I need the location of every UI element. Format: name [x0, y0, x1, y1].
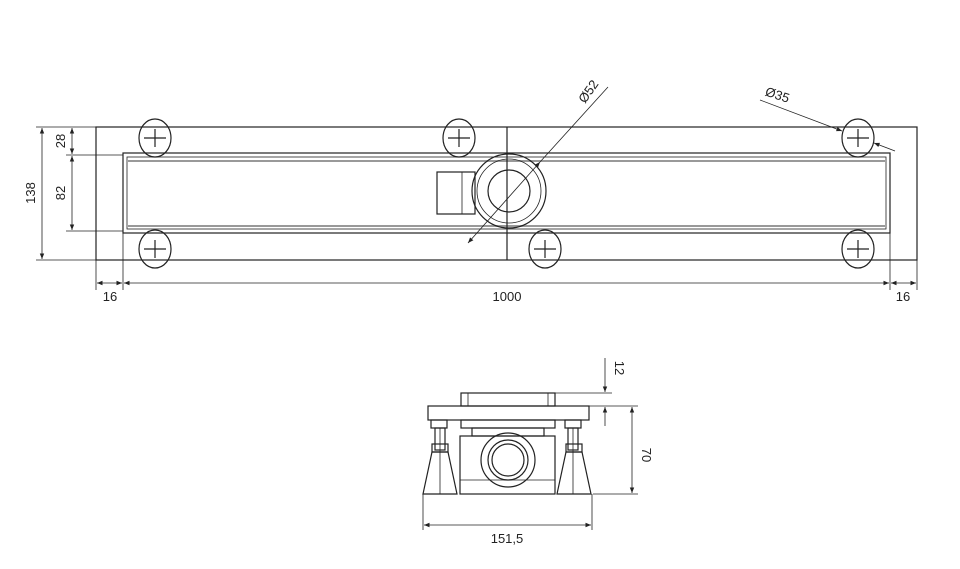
- dim-outlet-diameter: Ø52: [575, 77, 601, 106]
- foot-icon: [138, 118, 172, 158]
- foot-icon: [528, 229, 562, 269]
- foot-icon: [841, 118, 875, 158]
- dim-right-margin: 16: [896, 289, 910, 304]
- outlet-side-box: [436, 171, 476, 215]
- dim-height: 70: [639, 448, 654, 462]
- side-view: 12 70 151,5: [422, 358, 654, 546]
- outlet-pipe: [480, 432, 536, 488]
- foot-icon: [442, 118, 476, 158]
- dim-total-width: 138: [23, 182, 38, 204]
- left-leg: [422, 419, 458, 495]
- right-leg: [556, 419, 592, 495]
- dim-foot-diameter: Ø35: [763, 84, 791, 106]
- dim-length: 1000: [493, 289, 522, 304]
- foot-icon: [841, 229, 875, 269]
- grate: [460, 392, 556, 407]
- top-plate: [427, 405, 590, 421]
- dim-left-margin: 16: [103, 289, 117, 304]
- dim-grate-height: 12: [612, 361, 627, 375]
- dim-flange-width: 28: [53, 134, 68, 148]
- top-view: 138 28 82 16 1000 16 Ø52 Ø35: [23, 77, 918, 304]
- dim-channel-width: 82: [53, 186, 68, 200]
- foot-icons: [138, 118, 875, 269]
- outlet-outer-ring: [471, 153, 547, 229]
- outlet-inner-ring: [487, 169, 531, 213]
- dim-width: 151,5: [491, 531, 524, 546]
- foot-icon: [138, 229, 172, 269]
- body: [459, 435, 556, 495]
